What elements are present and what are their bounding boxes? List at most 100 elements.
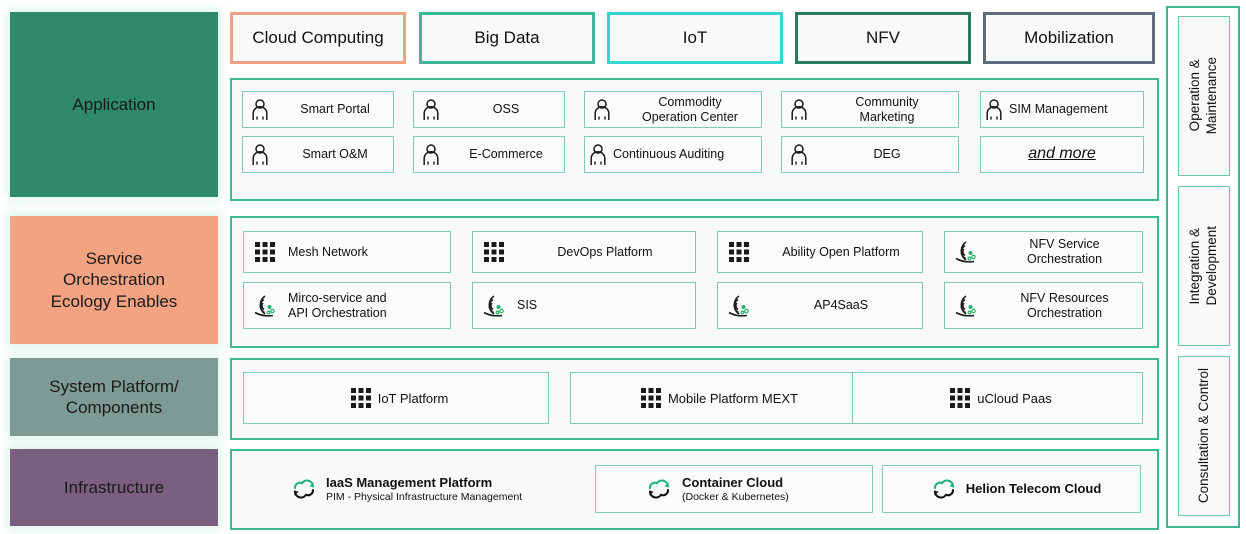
svc-item-sis[interactable]: SIS [472, 282, 696, 329]
sidebar-panel: Operation &Maintenance Integration &Deve… [1166, 6, 1240, 528]
infra-item-text: Container Cloud (Docker & Kubernetes) [674, 475, 789, 503]
layer-label-text: Application [72, 94, 156, 114]
sidebar-item-label: Operation &Maintenance [1187, 57, 1219, 135]
app-item-label: and more [1028, 145, 1096, 163]
category-pill-cloud-computing[interactable]: Cloud Computing [230, 12, 406, 64]
category-pill-label: Cloud Computing [252, 28, 384, 47]
cloud-cycle-icon [922, 476, 966, 502]
person-icon [414, 143, 448, 166]
service-orchestration-panel: Mesh Network DevOps Platform Ability Ope… [230, 216, 1159, 348]
infrastructure-panel: IaaS Management Platform PIM - Physical … [230, 449, 1159, 530]
sys-item-mobile-platform-mext[interactable]: Mobile Platform MEXT [570, 372, 862, 424]
app-item-and-more[interactable]: and more [980, 136, 1144, 173]
app-item-label: Smart O&M [302, 147, 368, 162]
svc-item-mesh-network[interactable]: Mesh Network [243, 231, 451, 273]
svc-item-label: SIS [517, 298, 538, 313]
swoosh-icon [945, 294, 987, 318]
category-pill-nfv[interactable]: NFV [795, 12, 971, 64]
layer-label-infrastructure: Infrastructure [10, 449, 218, 526]
grid-icon [634, 388, 668, 408]
category-pill-label: Big Data [474, 28, 540, 47]
infra-item-subtitle: PIM - Physical Infrastructure Management [326, 490, 523, 503]
sidebar-item-operation-maintenance[interactable]: Operation &Maintenance [1178, 16, 1230, 176]
svc-item-ap4saas[interactable]: AP4SaaS [717, 282, 923, 329]
sidebar-item-integration-development[interactable]: Integration &Development [1178, 186, 1230, 346]
infra-item-title: Helion Telecom Cloud [965, 481, 1102, 497]
app-item-oss[interactable]: OSS [413, 91, 565, 128]
infra-item-container-cloud[interactable]: Container Cloud (Docker & Kubernetes) [595, 465, 873, 513]
layer-label-system-platform: System Platform/Components [10, 358, 218, 436]
app-item-smart-portal[interactable]: Smart Portal [242, 91, 394, 128]
infra-item-subtitle: (Docker & Kubernetes) [682, 490, 789, 503]
svc-item-label: AP4SaaS [813, 298, 869, 313]
sys-item-ucloud-paas[interactable]: uCloud Paas [852, 372, 1143, 424]
svc-item-label: Mesh Network [288, 244, 368, 259]
category-pill-big-data[interactable]: Big Data [419, 12, 595, 64]
person-icon [782, 98, 816, 121]
person-icon [243, 143, 277, 166]
app-item-deg[interactable]: DEG [781, 136, 959, 173]
infra-item-title: Container Cloud [682, 474, 784, 490]
infra-item-helion-telecom-cloud[interactable]: Helion Telecom Cloud [882, 465, 1141, 513]
swoosh-icon [244, 294, 286, 318]
app-item-label: Continuous Auditing [613, 147, 725, 162]
layer-label-application: Application [10, 12, 218, 197]
person-icon [585, 98, 619, 121]
app-item-sim-management[interactable]: SIM Management [980, 91, 1144, 128]
infra-item-text: IaaS Management Platform PIM - Physical … [326, 475, 522, 503]
grid-icon [473, 242, 515, 262]
sys-item-label: Mobile Platform MEXT [667, 390, 799, 406]
category-pill-label: NFV [866, 28, 900, 47]
layer-label-text: System Platform/Components [49, 376, 179, 417]
grid-icon [244, 242, 286, 262]
app-item-label: E-Commerce [469, 147, 543, 162]
infra-item-iaas-management-platform[interactable]: IaaS Management Platform PIM - Physical … [282, 467, 612, 511]
svc-item-label: DevOps Platform [557, 244, 653, 259]
app-item-label: Smart Portal [300, 102, 370, 117]
cloud-cycle-icon [282, 476, 326, 502]
svc-item-ability-open-platform[interactable]: Ability Open Platform [717, 231, 923, 273]
sidebar-item-label: Integration &Development [1187, 226, 1219, 306]
app-item-e-commerce[interactable]: E-Commerce [413, 136, 565, 173]
grid-icon [718, 242, 760, 262]
app-item-label: DEG [873, 147, 901, 162]
swoosh-icon [945, 240, 987, 264]
app-item-continuous-auditing[interactable]: Continuous Auditing [584, 136, 762, 173]
sys-item-label: uCloud Paas [977, 390, 1052, 406]
layer-label-text: Infrastructure [63, 477, 165, 497]
swoosh-icon [718, 294, 760, 318]
cloud-cycle-icon [596, 476, 674, 502]
sidebar-item-consultation-control[interactable]: Consultation & Control [1178, 356, 1230, 516]
grid-icon [344, 388, 378, 408]
sys-item-iot-platform[interactable]: IoT Platform [243, 372, 549, 424]
infra-item-text: Helion Telecom Cloud [966, 481, 1102, 497]
app-item-label: SIM Management [1009, 102, 1108, 117]
category-pill-label: IoT [682, 28, 708, 47]
category-pill-mobilization[interactable]: Mobilization [983, 12, 1155, 64]
infra-item-title: IaaS Management Platform [326, 474, 493, 490]
person-icon [782, 143, 816, 166]
svc-item-label: Ability Open Platform [782, 244, 900, 259]
app-item-smart-om[interactable]: Smart O&M [242, 136, 394, 173]
grid-icon [943, 388, 977, 408]
person-icon [585, 143, 611, 166]
swoosh-icon [473, 294, 515, 318]
system-platform-panel: IoT Platform Mobile Platform MEXT uCloud… [230, 358, 1159, 440]
person-icon [243, 98, 277, 121]
app-item-label: OSS [492, 102, 520, 117]
sys-item-label: IoT Platform [377, 390, 449, 406]
category-pill-iot[interactable]: IoT [607, 12, 783, 64]
svc-item-devops-platform[interactable]: DevOps Platform [472, 231, 696, 273]
